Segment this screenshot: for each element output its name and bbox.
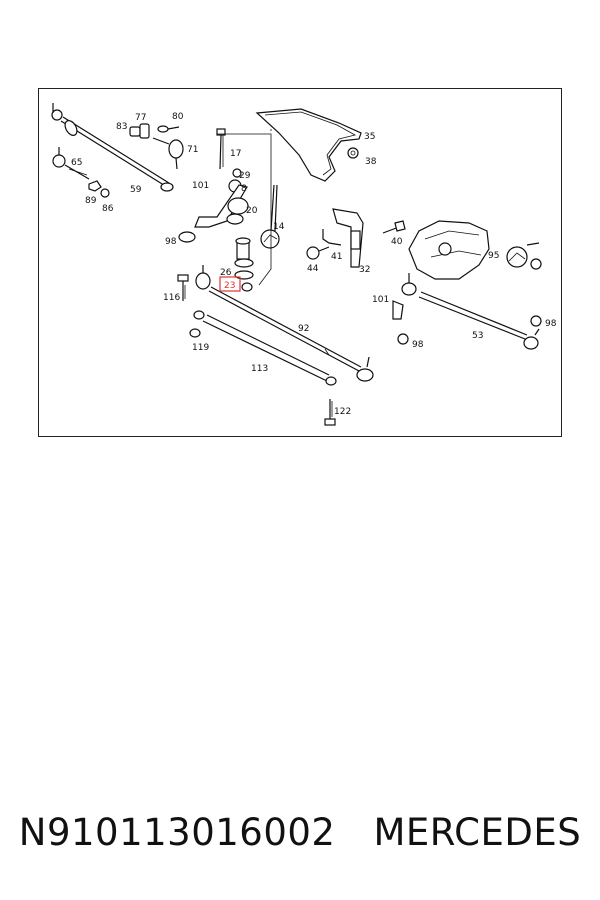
right-tie-rod-53	[397, 273, 542, 350]
label-29: 29	[239, 171, 251, 181]
label-20: 20	[246, 206, 258, 216]
drag-link-92	[195, 265, 374, 382]
label-116: 116	[163, 293, 180, 303]
steering-damper-113	[189, 310, 337, 386]
ball-joint-65	[52, 147, 110, 198]
label-53: 53	[472, 331, 483, 341]
label-14: 14	[273, 222, 285, 232]
steering-linkage-diagram: 77 80 83 71 17 35 65 38 29 101 8 59 89 8…	[51, 103, 557, 426]
highlight-box	[219, 276, 241, 292]
bolt-116	[177, 274, 189, 301]
damper-cluster	[129, 123, 184, 170]
brand-name: MERCEDES	[373, 810, 582, 854]
part-95	[506, 242, 542, 270]
label-40: 40	[391, 237, 403, 247]
label-8: 8	[241, 184, 247, 194]
label-23-highlighted: 23	[224, 281, 235, 291]
bolt-17	[216, 128, 226, 170]
label-77: 77	[135, 113, 146, 123]
label-98a: 98	[165, 237, 177, 247]
label-71: 71	[187, 145, 198, 155]
label-95: 95	[488, 251, 499, 261]
parts-diagram-frame: 77 80 83 71 17 35 65 38 29 101 8 59 89 8…	[38, 88, 562, 437]
label-98b: 98	[545, 319, 557, 329]
callout-labels: 77 80 83 71 17 35 65 38 29 101 8 59 89 8…	[71, 112, 557, 417]
label-65: 65	[71, 158, 82, 168]
label-113: 113	[251, 364, 268, 374]
label-86: 86	[102, 204, 114, 214]
label-101b: 101	[372, 295, 389, 305]
label-44: 44	[307, 264, 319, 274]
label-80: 80	[172, 112, 184, 122]
upper-tie-rod	[51, 103, 174, 192]
label-89: 89	[85, 196, 97, 206]
leader-bracket	[217, 129, 272, 286]
label-59: 59	[130, 185, 142, 195]
label-122: 122	[334, 407, 351, 417]
label-41: 41	[331, 252, 342, 262]
label-83: 83	[116, 122, 127, 132]
label-119: 119	[192, 343, 209, 353]
label-38: 38	[365, 157, 377, 167]
label-26: 26	[220, 268, 232, 278]
product-caption: N910113016002 MERCEDES	[0, 804, 600, 860]
pitman-arm	[178, 168, 280, 292]
label-17: 17	[230, 149, 241, 159]
label-92: 92	[298, 324, 309, 334]
label-101a: 101	[192, 181, 209, 191]
steering-box	[392, 220, 490, 320]
label-98c: 98	[412, 340, 424, 350]
label-32: 32	[359, 265, 370, 275]
center-bracket-32	[306, 208, 406, 268]
bracket-35	[255, 108, 362, 182]
part-number: N910113016002	[18, 810, 336, 854]
label-35: 35	[364, 132, 375, 142]
bolt-122	[324, 399, 336, 426]
